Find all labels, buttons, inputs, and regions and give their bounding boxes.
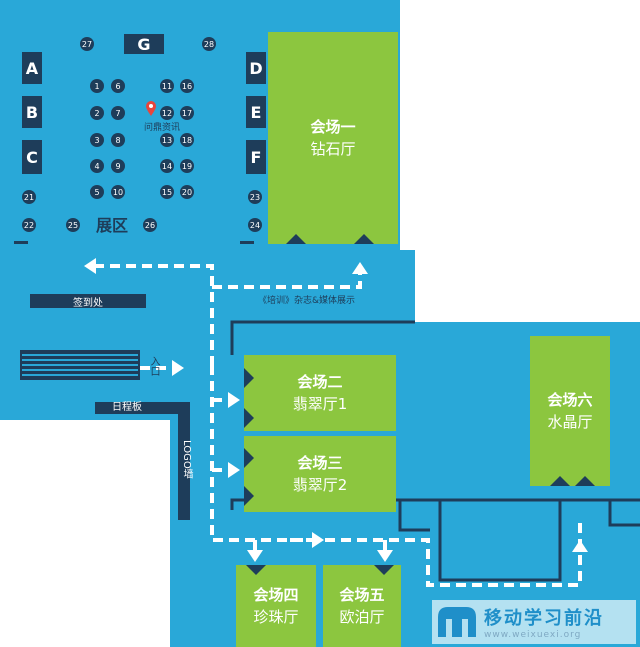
booth-b: B (22, 96, 42, 128)
hall-1-title: 会场一 (310, 118, 356, 136)
booth-7: 7 (111, 106, 125, 120)
hall-4-title: 会场四 (253, 586, 299, 604)
booth-25: 25 (66, 218, 80, 232)
booth-8: 8 (111, 133, 125, 147)
arrow-hall3 (228, 462, 240, 478)
arrow-hall4 (247, 550, 263, 562)
booth-d: D (246, 52, 266, 84)
booth-24: 24 (248, 218, 262, 232)
hall-5-name: 欧泊厅 (339, 608, 385, 626)
booth-18: 18 (180, 133, 194, 147)
booth-e: E (246, 96, 266, 128)
venue-hall-2: 会场二 翡翠厅1 (244, 355, 396, 431)
bar-left (14, 241, 28, 244)
door (575, 476, 595, 486)
booth-c: C (22, 140, 42, 174)
venue-hall-1: 会场一 钻石厅 (268, 32, 398, 244)
door (246, 565, 266, 575)
watermark-url: www.weixuexi.org (484, 630, 582, 640)
booth-19: 19 (180, 159, 194, 173)
booth-a: A (22, 52, 42, 84)
venue-hall-3: 会场三 翡翠厅2 (244, 436, 396, 512)
booth-6: 6 (111, 79, 125, 93)
bar-right (240, 241, 254, 244)
hall-2-title: 会场二 (297, 373, 343, 391)
watermark: 移动学习前沿 www.weixuexi.org (432, 600, 636, 644)
booth-21: 21 (22, 190, 36, 204)
hall-1-name: 钻石厅 (310, 140, 356, 158)
booth-26: 26 (143, 218, 157, 232)
door (244, 486, 254, 506)
booth-23: 23 (248, 190, 262, 204)
booth-3: 3 (90, 133, 104, 147)
arrow-hall6 (572, 540, 588, 552)
watermark-logo-icon (438, 607, 476, 637)
booth-4: 4 (90, 159, 104, 173)
escalator (20, 350, 140, 380)
arrow-hall2 (228, 392, 240, 408)
watermark-name: 移动学习前沿 (484, 608, 604, 629)
hall-3-title: 会场三 (297, 454, 343, 472)
booth-15: 15 (160, 185, 174, 199)
door (244, 448, 254, 468)
arrow-route-right (312, 532, 324, 548)
booth-20: 20 (180, 185, 194, 199)
logo-wall-label: LOGO墙 (181, 440, 192, 479)
venue-hall-6: 会场六 水晶厅 (530, 336, 610, 486)
booth-17: 17 (180, 106, 194, 120)
schedule-logo-wall (95, 402, 190, 520)
booth-28: 28 (202, 37, 216, 51)
venue-hall-5: 会场五 欧泊厅 (323, 565, 401, 647)
arrow-left-checkin (84, 258, 96, 274)
booth-2: 2 (90, 106, 104, 120)
pin-label: 问鼎资讯 (144, 123, 181, 133)
media-display-label: 《培训》杂志&媒体展示 (258, 296, 356, 306)
door (374, 565, 394, 575)
booth-5: 5 (90, 185, 104, 199)
door (550, 476, 570, 486)
booth-9: 9 (111, 159, 125, 173)
venue-hall-4: 会场四 珍珠厅 (236, 565, 316, 647)
booth-10: 10 (111, 185, 125, 199)
booth-27: 27 (80, 37, 94, 51)
booth-12: 12 (160, 106, 174, 120)
arrow-heads (84, 258, 588, 562)
booth-f: F (246, 140, 266, 174)
exhibition-area-label: 展区 (96, 216, 129, 235)
door (286, 234, 306, 244)
hall-4-name: 珍珠厅 (253, 608, 299, 626)
hall-3-name: 翡翠厅2 (292, 476, 348, 494)
hall-2-name: 翡翠厅1 (292, 395, 348, 413)
entrance-label: 入口 (148, 356, 159, 376)
booth-13: 13 (160, 133, 174, 147)
arrow-up-media (352, 262, 368, 274)
door (244, 368, 254, 388)
wall-lines (230, 320, 640, 582)
booth-16: 16 (180, 79, 194, 93)
hall-6-title: 会场六 (547, 391, 593, 409)
door (244, 408, 254, 428)
arrow-hall5 (377, 550, 393, 562)
door (354, 234, 374, 244)
booth-11: 11 (160, 79, 174, 93)
hall-5-title: 会场五 (339, 586, 385, 604)
hall-6-name: 水晶厅 (547, 413, 593, 431)
schedule-board-label: 日程板 (112, 402, 142, 413)
booth-g: G (124, 34, 164, 54)
checkin-desk: 签到处 (30, 294, 146, 309)
booth-14: 14 (160, 159, 174, 173)
booth-1: 1 (90, 79, 104, 93)
location-pin-icon (146, 101, 156, 116)
booth-22: 22 (22, 218, 36, 232)
arrow-entrance (172, 360, 184, 376)
